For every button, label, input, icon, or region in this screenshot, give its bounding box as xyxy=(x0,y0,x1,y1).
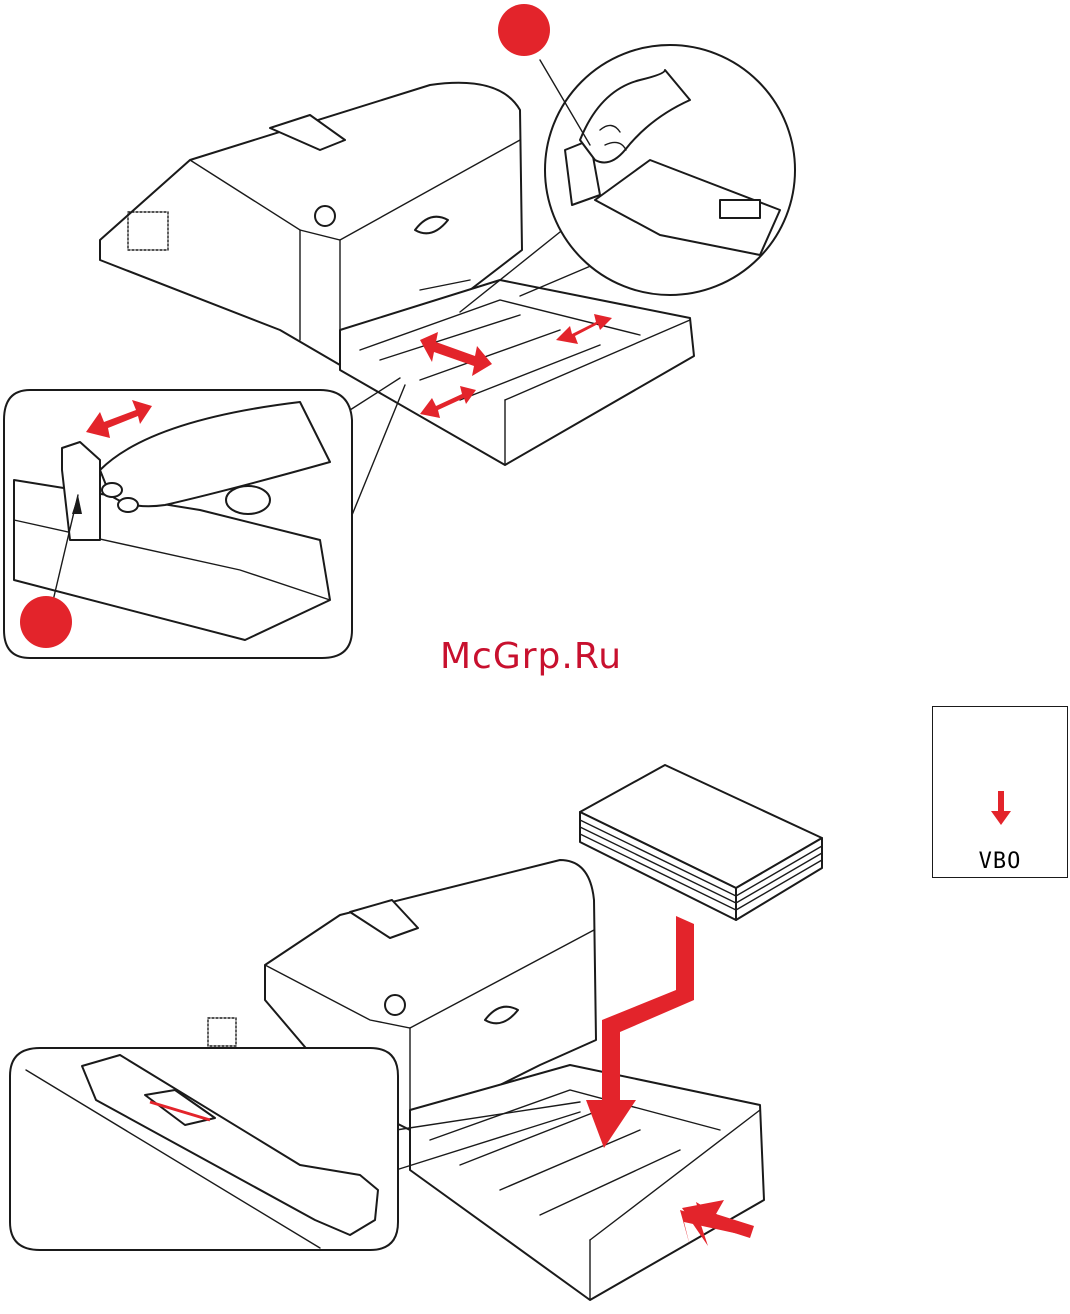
red-dot-marker-icon xyxy=(20,596,72,648)
callout-width-guide xyxy=(4,378,405,658)
watermark: McGrp.Ru xyxy=(440,636,622,677)
down-arrow-icon xyxy=(991,791,1011,825)
red-dot-marker-icon xyxy=(498,4,550,56)
paper-stack xyxy=(580,765,822,920)
paper-label-box: VBO xyxy=(932,706,1068,878)
paper-label-code: VBO xyxy=(933,849,1067,874)
